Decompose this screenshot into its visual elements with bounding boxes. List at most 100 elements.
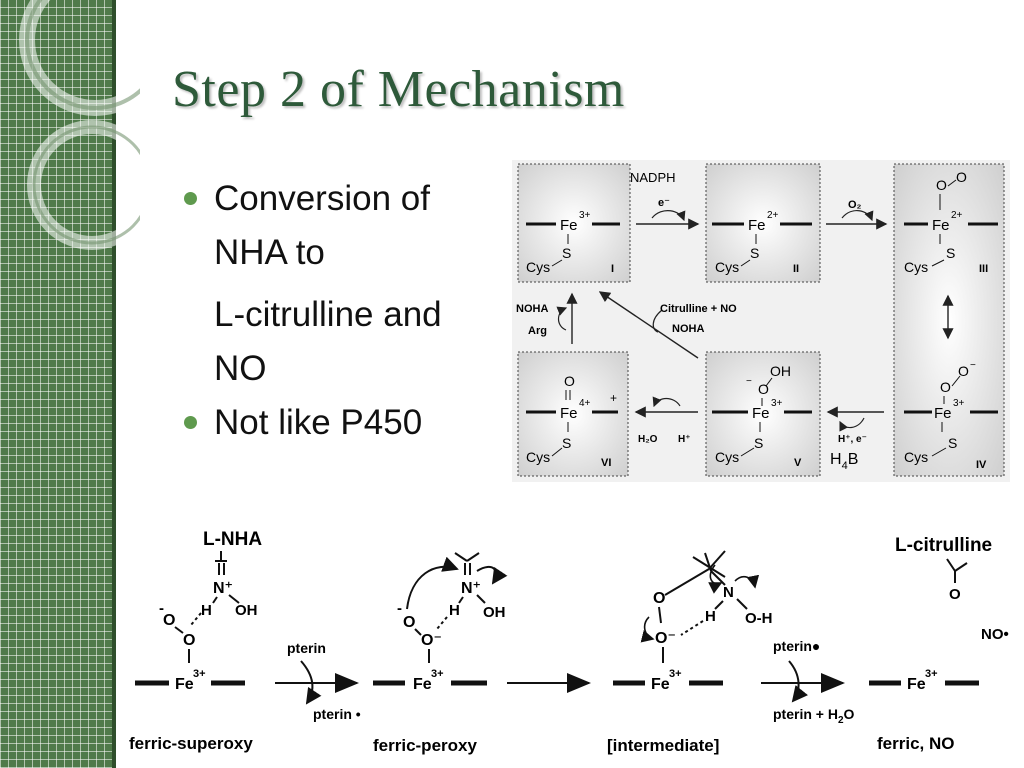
decorative-rings	[19, 0, 140, 250]
caption-intermediate: [intermediate]	[607, 736, 719, 755]
structure-ferric-superoxy: L-NHA N⁺ OH H - O O Fe 3+	[135, 529, 262, 693]
h2o-label: H₂O	[638, 434, 658, 445]
state-iv: O O − Fe 3+ S Cys IV	[904, 360, 998, 471]
h-plus-e-label: H⁺, e⁻	[838, 434, 867, 445]
state-i: Fe 3+ S Cys I	[526, 210, 620, 275]
svg-text:-: -	[397, 600, 402, 617]
svg-text:S: S	[750, 245, 759, 261]
state-box-v	[705, 351, 821, 477]
structure-captions: ferric-superoxy ferric-peroxy [intermedi…	[129, 734, 954, 755]
svg-text:Fe: Fe	[752, 405, 770, 422]
svg-text:pterin •: pterin •	[313, 706, 361, 722]
svg-text:−: −	[970, 360, 976, 371]
h-plus-label: H⁺	[678, 434, 691, 445]
cycle-arrows	[556, 210, 954, 432]
svg-text:O: O	[183, 632, 195, 649]
svg-text:Fe: Fe	[560, 217, 578, 234]
structure-intermediate: N H O-H O O⁻ Fe 3+	[613, 550, 773, 693]
bullet-line: NHA to	[214, 233, 325, 272]
svg-text:pterin: pterin	[287, 640, 326, 656]
svg-text:O: O	[564, 373, 575, 389]
svg-text:Cys: Cys	[526, 449, 550, 465]
svg-text:Fe: Fe	[651, 676, 670, 693]
arg-label: Arg	[528, 325, 547, 337]
state-box-vi	[517, 351, 629, 477]
state-vi: O Fe 4+ + S Cys VI	[526, 373, 618, 469]
svg-text:Fe: Fe	[932, 217, 950, 234]
svg-text:+: +	[610, 391, 617, 405]
svg-text:V: V	[794, 457, 802, 469]
svg-text:Cys: Cys	[904, 259, 928, 275]
svg-text:L-NHA: L-NHA	[203, 529, 262, 550]
svg-text:N: N	[723, 584, 734, 601]
pterin-arrow-1: pterin pterin •	[275, 640, 361, 722]
svg-text:-: -	[159, 600, 164, 617]
bullet-dot-icon	[184, 416, 197, 429]
svg-text:S: S	[562, 245, 571, 261]
svg-text:OH: OH	[235, 602, 258, 619]
bullet-line: Not like P450	[214, 403, 423, 442]
svg-text:O: O	[163, 612, 175, 629]
bullet-item: Conversion of NHA to	[180, 172, 500, 280]
bullet-line: L-citrulline and	[214, 295, 442, 334]
o2-label: O₂	[848, 199, 862, 211]
h4b-label: H4B	[830, 451, 858, 472]
svg-text:O: O	[958, 363, 969, 379]
svg-text:H: H	[449, 602, 460, 619]
svg-text:Fe: Fe	[560, 405, 578, 422]
svg-text:N⁺: N⁺	[213, 580, 233, 597]
state-iii: O O Fe 2+ S Cys III	[904, 169, 998, 275]
svg-text:S: S	[562, 435, 571, 451]
state-v: O − OH Fe 3+ S Cys V	[712, 363, 812, 469]
svg-text:O: O	[940, 379, 951, 395]
svg-text:Fe: Fe	[413, 676, 432, 693]
svg-text:2+: 2+	[767, 210, 779, 221]
bullet-line: Conversion of	[214, 179, 430, 218]
caption-ferric-no: ferric, NO	[877, 734, 954, 753]
svg-text:VI: VI	[601, 457, 611, 469]
svg-text:3+: 3+	[579, 210, 591, 221]
svg-text:I: I	[611, 263, 614, 275]
svg-text:O⁻: O⁻	[655, 630, 676, 647]
svg-text:S: S	[946, 245, 955, 261]
sidebar-edge	[112, 0, 116, 768]
catalytic-cycle-figure: Fe 3+ S Cys I Fe 2+ S Cys II O O Fe 2+ S…	[512, 160, 1010, 482]
pterin-arrow-3: pterin● pterin + H2O	[761, 638, 855, 726]
svg-text:O: O	[653, 590, 665, 607]
svg-text:III: III	[979, 263, 988, 275]
svg-text:−: −	[746, 376, 752, 387]
svg-text:pterin●: pterin●	[773, 638, 820, 654]
svg-text:IV: IV	[976, 459, 987, 471]
svg-text:O-H: O-H	[745, 610, 773, 627]
svg-text:Cys: Cys	[904, 449, 928, 465]
svg-text:II: II	[793, 263, 799, 275]
svg-text:O: O	[956, 169, 967, 185]
svg-text:OH: OH	[483, 604, 506, 621]
svg-text:3+: 3+	[669, 668, 682, 680]
bullet-continuation: L-citrulline and NO	[180, 288, 500, 396]
electron-label: e⁻	[658, 197, 670, 209]
citrulline-no-label: Citrulline + NO	[660, 303, 737, 315]
svg-text:L-citrulline: L-citrulline	[895, 535, 992, 556]
mechanism-figure: L-NHA N⁺ OH H - O O Fe 3+ pterin pterin …	[129, 529, 1009, 755]
svg-text:4+: 4+	[579, 398, 591, 409]
svg-text:3+: 3+	[953, 398, 965, 409]
svg-text:Cys: Cys	[715, 449, 739, 465]
svg-text:O⁻: O⁻	[421, 632, 442, 649]
state-box-iii-iv	[893, 163, 1005, 477]
caption-ferric-peroxy: ferric-peroxy	[373, 736, 477, 755]
svg-text:H: H	[201, 602, 212, 619]
svg-text:Fe: Fe	[748, 217, 766, 234]
caption-ferric-superoxy: ferric-superoxy	[129, 734, 253, 753]
svg-text:O: O	[949, 586, 961, 603]
bullet-list: Conversion of NHA to L-citrulline and NO…	[180, 172, 500, 450]
noha-label: NOHA	[672, 323, 704, 335]
svg-text:Cys: Cys	[526, 259, 550, 275]
svg-text:3+: 3+	[193, 668, 206, 680]
svg-text:S: S	[754, 435, 763, 451]
structure-ferric-peroxy: N⁺ OH H - O O⁻ Fe 3+	[373, 552, 508, 693]
svg-text:Fe: Fe	[934, 405, 952, 422]
svg-text:Cys: Cys	[715, 259, 739, 275]
state-ii: Fe 2+ S Cys II	[712, 210, 812, 275]
nadph-label: NADPH	[630, 170, 676, 185]
